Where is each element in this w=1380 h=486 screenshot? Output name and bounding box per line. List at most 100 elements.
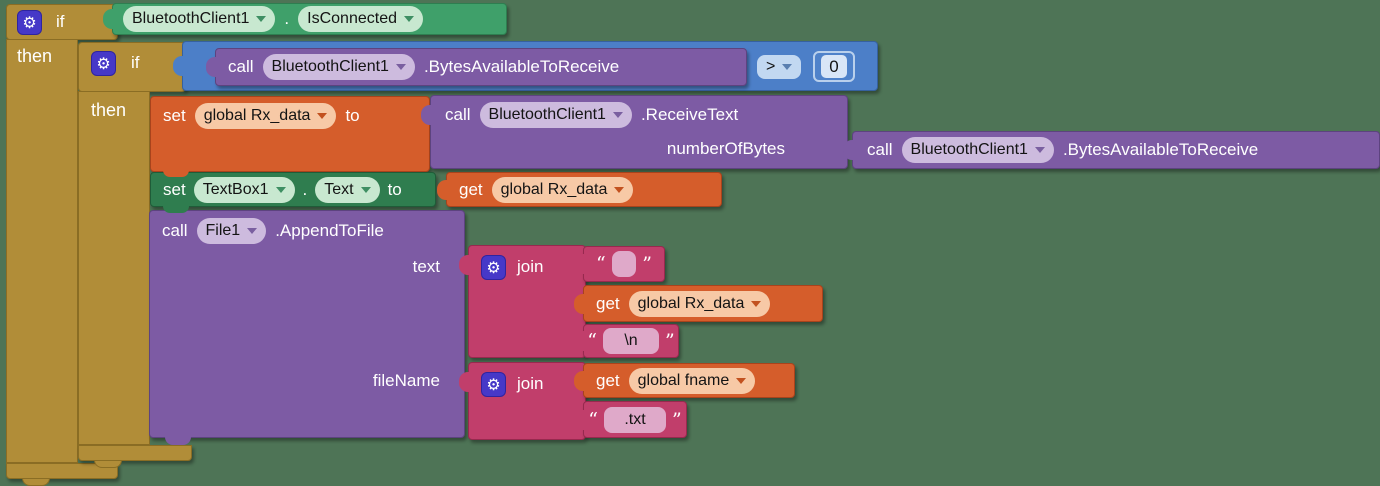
component-name: File1 [205,222,241,239]
method-name: .BytesAvailableToReceive [423,57,620,76]
method-name: .BytesAvailableToReceive [1062,140,1259,159]
mutator-gear-icon[interactable]: ⚙ [91,51,116,76]
component-dropdown[interactable]: BluetoothClient1 [901,137,1054,163]
string-field[interactable]: \n [603,328,659,354]
dropdown-arrow-icon [1034,147,1045,153]
open-quote: “ [588,408,598,431]
number-field[interactable]: 0 [821,55,847,78]
get-keyword: get [596,294,620,313]
component-dropdown[interactable]: BluetoothClient1 [123,6,276,32]
isconnected-getter-block[interactable]: BluetoothClient1 . IsConnected [112,3,507,35]
variable-dropdown[interactable]: global fname [628,368,756,394]
component-dropdown[interactable]: TextBox1 [193,177,295,203]
close-quote: ” [665,329,675,352]
variable-name: global Rx_data [637,295,745,312]
variable-dropdown[interactable]: global Rx_data [628,291,771,317]
outer-if-spine[interactable]: then [6,39,78,463]
inner-if-bottom-bar[interactable] [78,445,192,461]
bytesavailable-call-block2[interactable]: call BluetoothClient1 .BytesAvailableToR… [852,131,1380,169]
join-keyword: join [517,374,544,393]
method-name: .ReceiveText [640,105,739,124]
call-keyword: call [162,221,188,240]
property-dropdown[interactable]: Text [315,177,380,203]
set-global-rxdata-block[interactable]: set global Rx_data to [150,96,430,172]
dropdown-arrow-icon [404,16,414,22]
get-keyword: get [596,371,620,390]
string-field[interactable]: .txt [604,407,666,433]
set-keyword: set [163,180,186,199]
mutator-gear-icon[interactable]: ⚙ [481,255,506,280]
close-quote: ” [672,408,682,431]
dot-separator: . [284,9,290,28]
outer-if-next-connector [22,478,50,486]
receivetext-call-block[interactable]: call BluetoothClient1 .ReceiveText numbe… [421,95,848,169]
number-block[interactable]: 0 [813,51,855,82]
property-name: Text [324,181,354,198]
statement-connector [163,170,189,177]
dropdown-arrow-icon [395,64,406,70]
outer-if-bottom-bar[interactable] [6,463,118,479]
appendtofile-call-block[interactable]: call File1 .AppendToFile text fileName [149,210,465,438]
text-param-label: text [412,257,440,276]
inner-if-spine[interactable]: then [78,91,150,445]
inner-if-header[interactable]: ⚙ if [78,42,186,92]
set-textbox-text-block[interactable]: set TextBox1 . Text to [150,172,436,207]
mutator-gear-icon[interactable]: ⚙ [17,10,42,35]
get-global-rxdata-block2[interactable]: get global Rx_data [583,285,823,322]
variable-name: global Rx_data [500,181,608,198]
property-dropdown[interactable]: IsConnected [298,6,423,32]
get-global-rxdata-block[interactable]: get global Rx_data [446,172,722,207]
method-name: .AppendToFile [275,221,384,240]
dropdown-arrow-icon [317,113,328,119]
component-dropdown[interactable]: File1 [196,218,267,244]
dropdown-arrow-icon [275,187,286,193]
string-empty-block[interactable]: “ ” [583,246,665,282]
dropdown-arrow-icon [614,187,625,193]
dropdown-arrow-icon [256,16,267,22]
operator-dropdown[interactable]: > [757,55,802,79]
join-text-block[interactable]: ⚙ join [459,245,586,358]
call-keyword: call [445,105,471,124]
filename-param-label: fileName [372,371,440,390]
next-statement-connector [165,437,191,445]
comparison-block[interactable]: call BluetoothClient1 .BytesAvailableToR… [182,41,878,91]
join-filename-block[interactable]: ⚙ join [459,362,586,440]
get-keyword: get [459,180,483,199]
to-keyword: to [345,106,360,125]
dropdown-arrow-icon [360,187,371,193]
dot-separator: . [302,180,308,199]
component-name: BluetoothClient1 [271,58,389,75]
string-txt-block[interactable]: “ .txt ” [583,401,687,438]
mutator-gear-icon[interactable]: ⚙ [481,372,506,397]
if-keyword: if [131,53,140,72]
get-global-fname-block[interactable]: get global fname [583,363,795,398]
component-name: BluetoothClient1 [488,106,606,123]
open-quote: “ [587,329,597,352]
property-name: IsConnected [307,10,397,27]
dropdown-arrow-icon [612,112,623,118]
statement-connector [163,206,189,213]
variable-dropdown[interactable]: global Rx_data [491,177,634,203]
dropdown-arrow-icon [247,228,258,234]
variable-name: global fname [637,372,730,389]
outer-if-header[interactable]: ⚙ if [6,4,118,40]
variable-name: global Rx_data [203,107,311,124]
dropdown-arrow-icon [751,301,762,307]
join-keyword: join [517,257,544,276]
string-field[interactable] [611,251,637,277]
dropdown-arrow-icon [736,378,747,384]
dropdown-arrow-icon [782,64,793,70]
set-keyword: set [163,106,186,125]
variable-dropdown[interactable]: global Rx_data [194,103,337,129]
bytesavailable-call-block[interactable]: call BluetoothClient1 .BytesAvailableToR… [215,48,747,86]
to-keyword: to [387,180,402,199]
inner-if-next-connector [94,460,122,468]
call-keyword: call [228,57,254,76]
string-newline-block[interactable]: “ \n ” [583,324,679,358]
operator-symbol: > [766,58,776,75]
if-keyword: if [56,12,65,31]
component-name: BluetoothClient1 [910,141,1028,158]
component-dropdown[interactable]: BluetoothClient1 [479,102,632,128]
component-dropdown[interactable]: BluetoothClient1 [262,54,415,80]
